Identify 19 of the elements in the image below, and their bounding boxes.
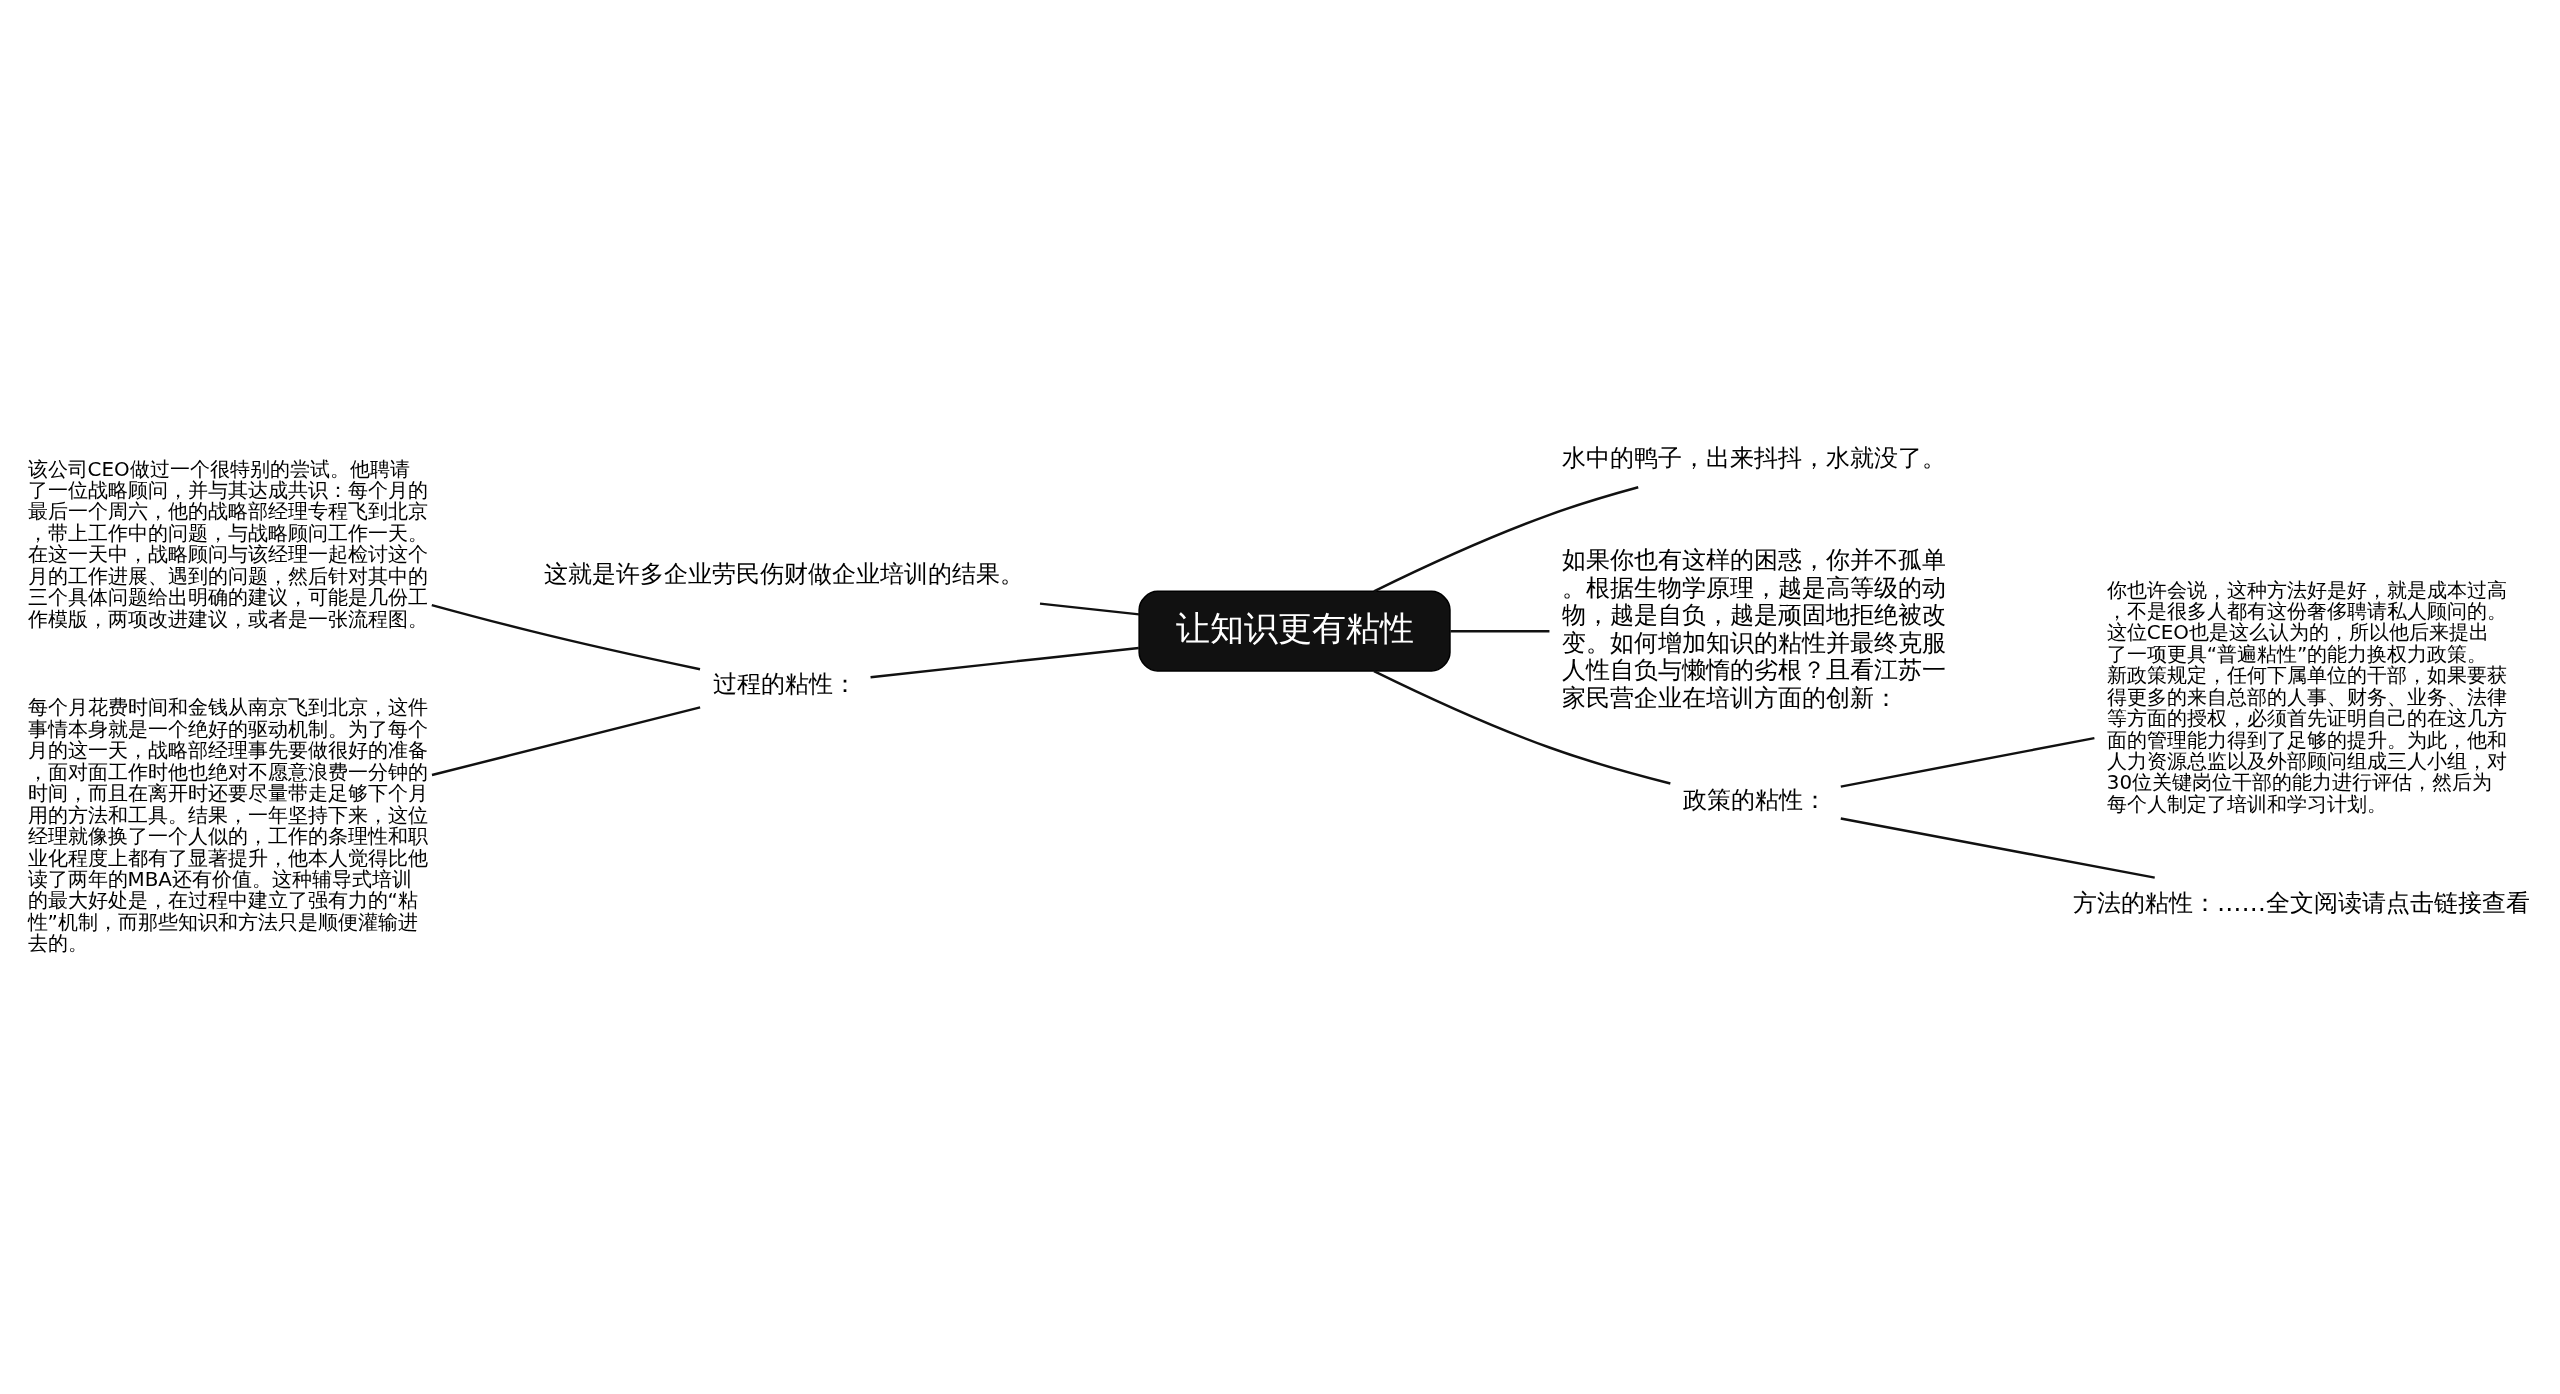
node-text: 这就是许多企业劳民伤财做企业培训的结果。 <box>543 558 1024 588</box>
connector <box>1840 736 2095 788</box>
node-text: 如果你也有这样的困惑，你并不孤单。根据生物学原理，越是高等级的动物，越是自负，越是顽固地拒绝被改变。如何增加知识的粘性并最终克服人性自负与懒惰的劣根？且看江苏一家民营企业在培训方面的创新： <box>1561 545 1946 712</box>
node-text: 水中的鸭子，出来抖抖，水就没了。 <box>1561 442 1946 472</box>
node-text: 方法的粘性：……全文阅读请点击链接查看 <box>2073 888 2531 918</box>
connector <box>1450 629 1550 633</box>
node-text: 过程的粘性： <box>713 669 858 699</box>
node-box: 让知识更有粘性 <box>1138 590 1451 672</box>
connector <box>1373 669 1671 785</box>
connector <box>1039 602 1140 616</box>
node-text: 每个月花费时间和金钱从南京飞到北京，这件事情本身就是一个绝好的驱动机制。为了每个月的这一天，战略部经理事先要做很好的准备，面对面工作时他也绝对不愿意浪费一分钟的时间，而且在离开时还要尽量带走足够下个月用的方法和工具。结果，一年坚持下来，这位经理就像换了一个人似的，工作的条理性和职业化程度上都有了显著提升，他本人觉得比他读了两年的MBA还有价值。这种辅导式培训的最大好处是，在过程中建立了强有力的“粘性”机制，而那些知识和方法只是顺便灌输进去的。 <box>27 696 428 956</box>
connector <box>431 603 701 671</box>
node-text: 政策的粘性： <box>1683 785 1828 815</box>
connector <box>1840 817 2155 879</box>
node-text: 该公司CEO做过一个很特别的尝试。他聘请了一位战略顾问，并与其达成共识：每个月的最后一个周六，他的战略部经理专程飞到北京，带上工作中的问题，与战略顾问工作一天。在这一天中，战略顾问与该经理一起检讨这个月的工作进展、遇到的问题，然后针对其中的三个具体问题给出明确的建议，可能是几份工作模版，两项改进建议，或者是一张流程图。 <box>27 457 428 631</box>
connector <box>431 706 701 777</box>
connector <box>870 646 1139 679</box>
connector <box>1373 486 1639 593</box>
node-text: 你也许会说，这种方法好是好，就是成本过高，不是很多人都有这份奢侈聘请私人顾问的。这位CEO也是这么认为的，所以他后来提出了一项更具“普遍粘性”的能力换权力政策。新政策规定，任何下属单位的干部，如果要获得更多的来自总部的人事、财务、业务、法律等方面的授权，必须首先证明自己的在这几方面的管理能力得到了足够的提升。为此，他和人力资源总监以及外部顾问组成三人小组，对30位关键岗位干部的能力进行评估，然后为每个人制定了培训和学习计划。 <box>2106 578 2507 816</box>
